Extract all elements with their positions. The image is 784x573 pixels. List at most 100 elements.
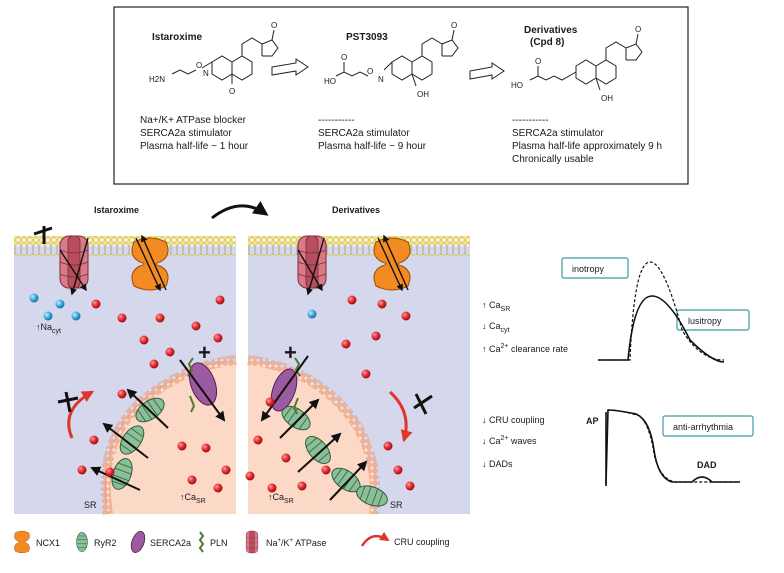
legend-ryr2-icon xyxy=(76,532,88,552)
right-cell-title: Derivatives xyxy=(332,205,380,215)
block-symbol-cru-left xyxy=(57,391,79,413)
na-ion xyxy=(307,309,317,319)
inotropy-label: inotropy xyxy=(572,264,605,274)
antiarrhythmia-label: anti-arrhythmia xyxy=(673,422,733,432)
ca-ion xyxy=(187,475,197,485)
pst3093-dashes: ----------- xyxy=(318,115,355,126)
ca-ion xyxy=(401,311,411,321)
ca-ion xyxy=(117,313,127,323)
ca-transient-dashed xyxy=(598,261,725,361)
pst3093-ho: HO xyxy=(324,77,336,86)
pst3093-oxo: O xyxy=(451,21,457,30)
pst3093-oh: OH xyxy=(417,90,429,99)
ca-ion xyxy=(215,295,225,305)
legend-nak-icon xyxy=(245,530,259,554)
legend-cru: CRU coupling xyxy=(394,537,450,547)
serca-plus-right: + xyxy=(284,340,297,365)
nak-atpase-left xyxy=(59,235,89,289)
pst3093-prop-2: Plasma half-life ~ 9 hour xyxy=(318,141,427,152)
block-symbol-nak xyxy=(33,226,53,244)
legend-ncx1: NCX1 xyxy=(36,538,60,548)
pst3093-o: O xyxy=(367,67,373,76)
derivative-structure xyxy=(529,33,643,91)
ca-ion xyxy=(265,397,275,407)
ap-trace-dashed xyxy=(607,409,740,483)
derivative-prop-1: SERCA2a stimulator xyxy=(512,128,604,139)
curved-transition-arrow xyxy=(211,201,269,220)
derivative-ho: HO xyxy=(511,81,523,90)
legend-ncx1-icon xyxy=(14,530,30,554)
effect-ca-waves: ↓ Ca2+ waves xyxy=(482,435,537,446)
conversion-arrow-1 xyxy=(271,58,309,76)
ca-ion xyxy=(91,299,101,309)
serca-plus-left: + xyxy=(198,340,211,365)
na-ion xyxy=(71,311,81,321)
block-symbol-cru-right xyxy=(413,393,433,415)
legend: NCX1 RyR2 SERCA2a PLN Na+/K+ ATPase CRU … xyxy=(14,530,450,554)
legend-serca-icon xyxy=(130,531,146,553)
cru-arrow-left xyxy=(67,390,95,439)
derivative-oh: OH xyxy=(601,94,613,103)
ca-ion xyxy=(213,333,223,343)
lusitropy-label: lusitropy xyxy=(688,316,722,326)
ca-ion xyxy=(347,295,357,305)
ca-transient-baseline xyxy=(598,295,725,363)
na-cyt-label: ↑Nacyt xyxy=(36,322,61,335)
ca-ion xyxy=(377,299,387,309)
sr-label-left: SR xyxy=(84,500,97,510)
ca-ion xyxy=(149,359,159,369)
ca-ion xyxy=(89,435,99,445)
compound-2-name: PST3093 xyxy=(346,32,388,43)
ap-label: AP xyxy=(586,416,599,426)
lusitropy-box xyxy=(676,309,750,331)
ca-ion xyxy=(405,481,415,491)
legend-ryr2: RyR2 xyxy=(94,538,117,548)
effect-cru-coupling: ↓ CRU coupling xyxy=(482,415,545,425)
legend-nak: Na+/K+ ATPase xyxy=(266,538,326,548)
ca-ion xyxy=(245,471,255,481)
derivative-oxo: O xyxy=(635,25,641,34)
istaroxime-amine: H2N xyxy=(149,75,165,84)
ca-ion xyxy=(383,441,393,451)
calcium-effects-list: ↑ CaSR ↓ Cacyt ↑ Ca2+ clearance rate xyxy=(482,300,568,354)
ca-sr-label-right: ↑CaSR xyxy=(268,492,294,505)
left-cell-title: Istaroxime xyxy=(94,205,139,215)
ca-ion xyxy=(267,483,277,493)
pst3093-prop-1: SERCA2a stimulator xyxy=(318,128,410,139)
ca-ion xyxy=(201,443,211,453)
effect-ca-sr: ↑ CaSR xyxy=(482,300,510,313)
ca-ion xyxy=(117,389,127,399)
ca-ion xyxy=(77,465,87,475)
ca-ion xyxy=(341,339,351,349)
arrhythmia-effects-list: ↓ CRU coupling ↓ Ca2+ waves ↓ DADs xyxy=(482,415,545,469)
compound-3-name2: (Cpd 8) xyxy=(530,37,564,48)
ca-ion xyxy=(139,335,149,345)
ca-sr-label-left: ↑CaSR xyxy=(180,492,206,505)
derivative-acid-o: O xyxy=(535,57,541,66)
compound-1-name: Istaroxime xyxy=(152,32,202,43)
ca-ion xyxy=(281,453,291,463)
conversion-arrow-2 xyxy=(469,62,505,80)
ca-ion xyxy=(297,481,307,491)
ca-ion xyxy=(177,441,187,451)
ca-ion xyxy=(371,331,381,341)
pst3093-acid-o: O xyxy=(341,53,347,62)
antiarrhythmia-box xyxy=(662,415,754,437)
derivative-prop-3: Chronically usable xyxy=(512,154,594,165)
ca-ion xyxy=(253,435,263,445)
istaroxime-prop-3: Plasma half-life ~ 1 hour xyxy=(140,141,249,152)
effect-ca-cyt: ↓ Cacyt xyxy=(482,321,510,334)
ca-ion xyxy=(361,369,371,379)
effect-dads: ↓ DADs xyxy=(482,459,513,469)
ca-ion xyxy=(191,321,201,331)
istaroxime-oxo2: O xyxy=(229,87,235,96)
istaroxime-prop-1: Na+/K+ ATPase blocker xyxy=(140,115,247,126)
ca-ion xyxy=(105,467,115,477)
effect-ca-clearance: ↑ Ca2+ clearance rate xyxy=(482,343,568,354)
na-ion xyxy=(55,299,65,309)
ca-ion xyxy=(393,465,403,475)
ca-ion xyxy=(155,313,165,323)
istaroxime-prop-2: SERCA2a stimulator xyxy=(140,128,232,139)
cru-arrow-right xyxy=(388,390,413,443)
istaroxime-structure xyxy=(171,29,279,84)
